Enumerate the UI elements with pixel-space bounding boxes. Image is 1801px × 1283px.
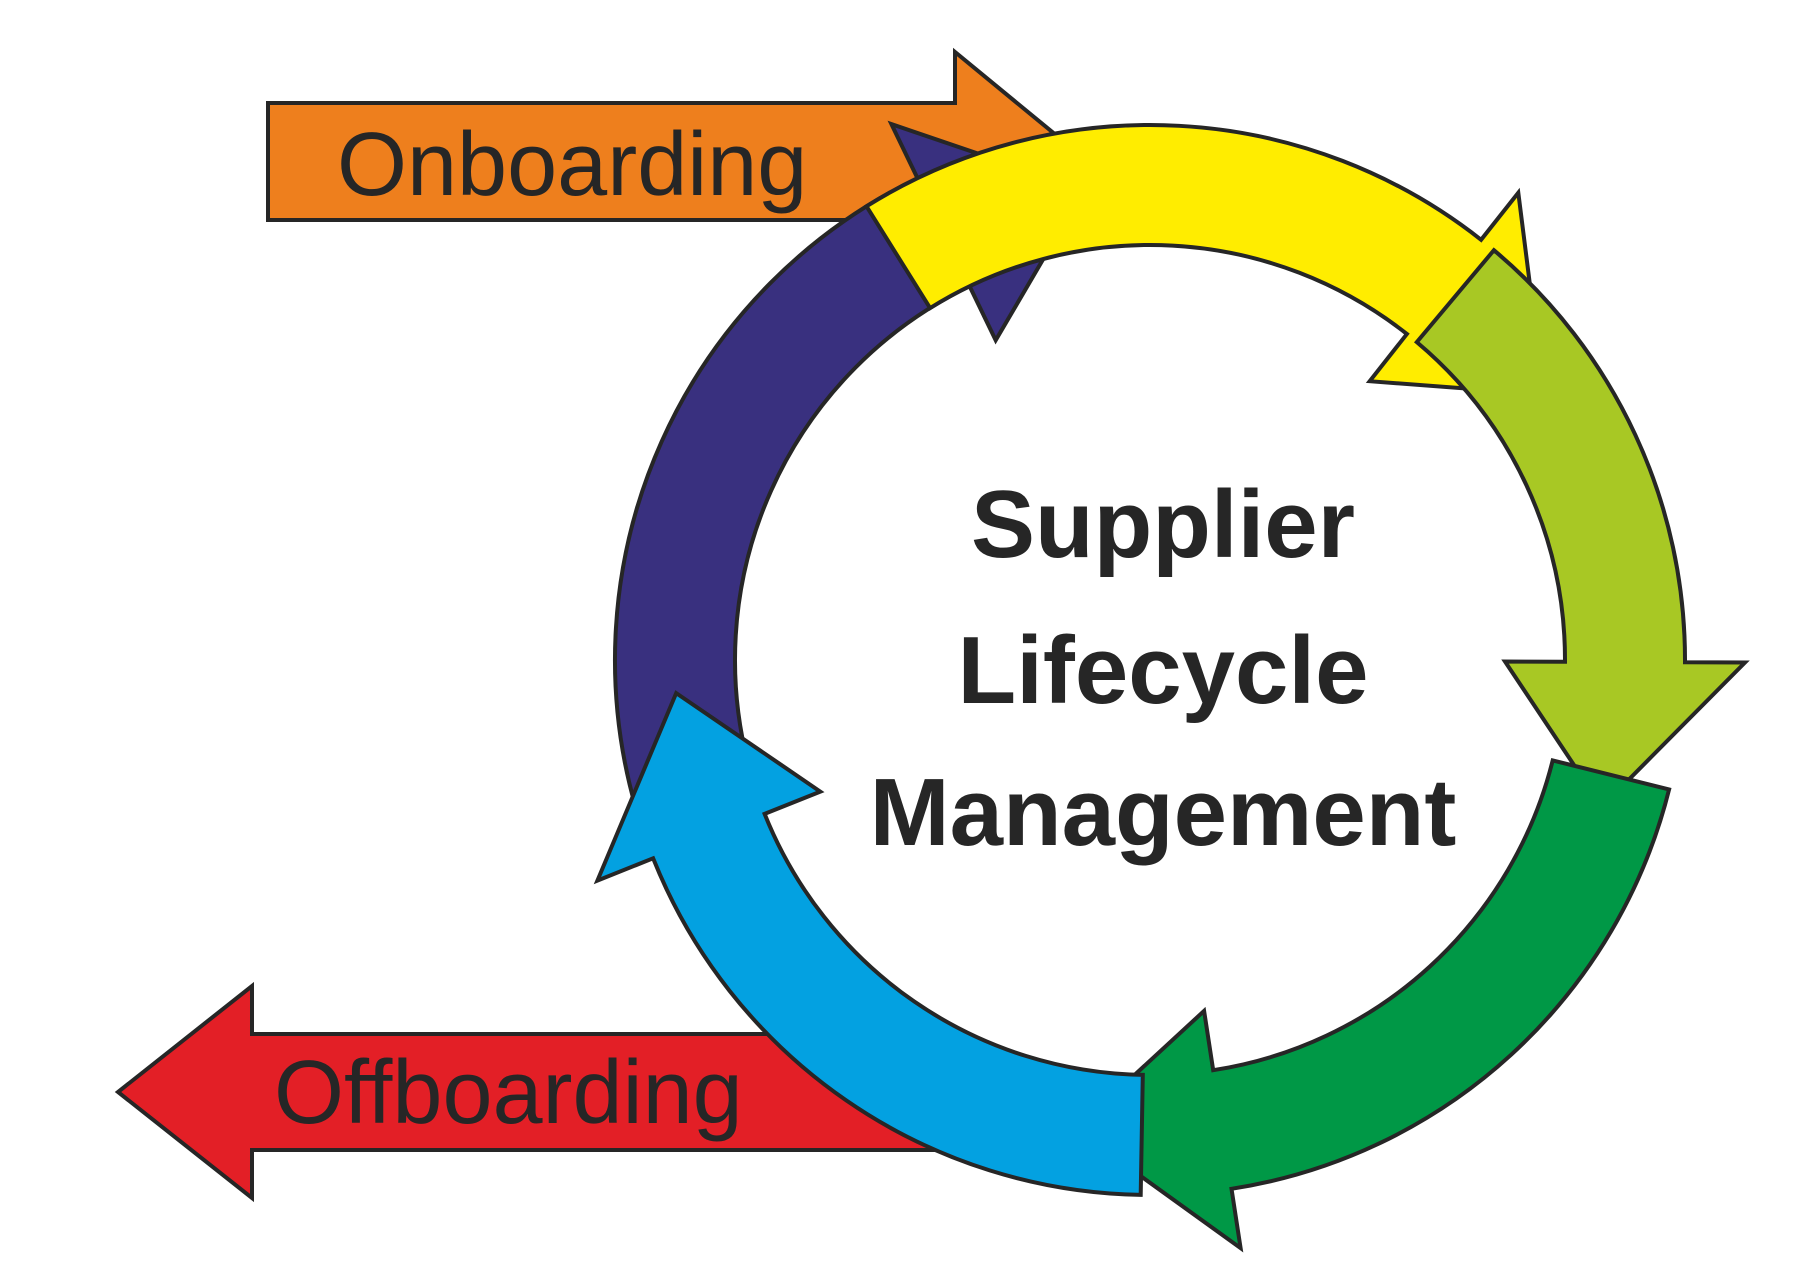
center-title: Supplier Lifecycle Management (870, 471, 1457, 866)
center-line-lifecycle: Lifecycle (958, 617, 1369, 724)
center-line-management: Management (870, 759, 1457, 866)
cycle-segment-purple (612, 120, 1087, 810)
offboarding-label: Offboarding (274, 1043, 743, 1143)
onboarding-label: Onboarding (337, 115, 807, 215)
cycle-segment-blue (593, 690, 1145, 1197)
lifecycle-cycle (593, 120, 1750, 1253)
cycle-segment-light-green (1413, 247, 1750, 810)
center-line-supplier: Supplier (971, 471, 1355, 578)
cycle-segment-yellow (863, 123, 1547, 397)
offboarding-arrow: Offboarding (114, 981, 952, 1203)
cycle-segment-green (1072, 757, 1672, 1253)
offboarding-arrow-shape (114, 981, 952, 1203)
